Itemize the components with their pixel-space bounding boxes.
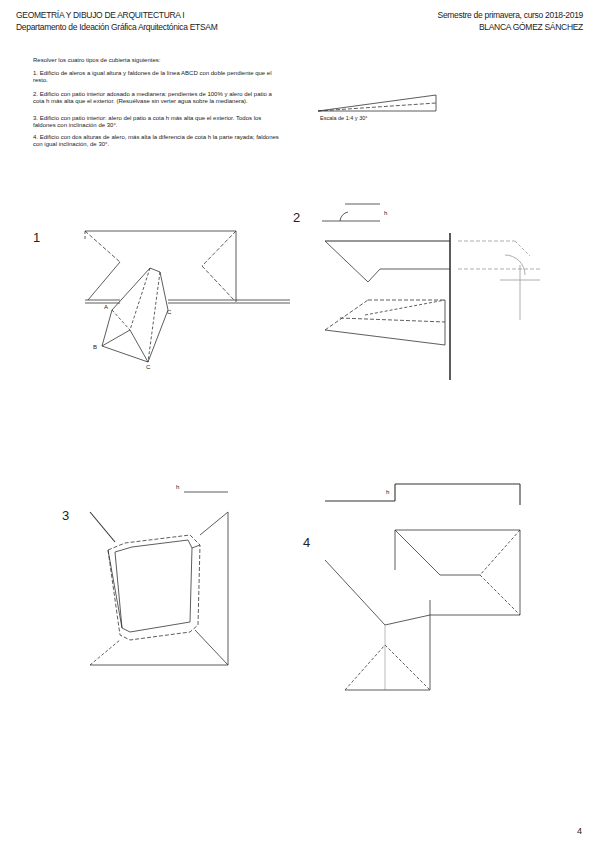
figure-number: 4 (303, 535, 310, 551)
page-number: 4 (577, 826, 582, 837)
header-line: Departamento de Ideación Gráfica Arquite… (16, 22, 316, 32)
point-label: B (93, 344, 97, 351)
figure-4 (325, 484, 520, 690)
header-title: GEOMETRÍA Y DIBUJO DE ARQUITECTURA I (16, 10, 316, 20)
header-line: Semestre de primavera, curso 2018-2019 (300, 10, 583, 20)
figure-number: 2 (293, 210, 300, 226)
point-label: A (104, 304, 108, 311)
figure-2 (322, 204, 540, 380)
instruction: 1. Edificio de aleros a igual altura y f… (33, 70, 283, 84)
height-label: h (384, 210, 387, 217)
instruction: 2. Edificio con patio interior adosado a… (33, 91, 283, 105)
slope-figure (318, 95, 436, 111)
figure-3 (90, 492, 228, 665)
point-label: C (167, 309, 171, 316)
height-label: h (386, 489, 389, 496)
figure-1 (85, 231, 290, 362)
point-label: C (146, 364, 150, 371)
figure-number: 1 (33, 230, 40, 246)
figure-number: 3 (62, 508, 69, 524)
header-line: BLANCA GÓMEZ SÁNCHEZ (300, 22, 583, 32)
instruction: 3. Edificio con patio interior: alero de… (33, 115, 283, 129)
height-label: h (176, 484, 179, 491)
scale-note: Escala de 1:4 y 30° (320, 115, 420, 122)
instruction: Resolver los cuatro tipos de cubierta si… (33, 57, 283, 64)
instruction: 4. Edificio con dos alturas de alero, má… (33, 134, 283, 148)
